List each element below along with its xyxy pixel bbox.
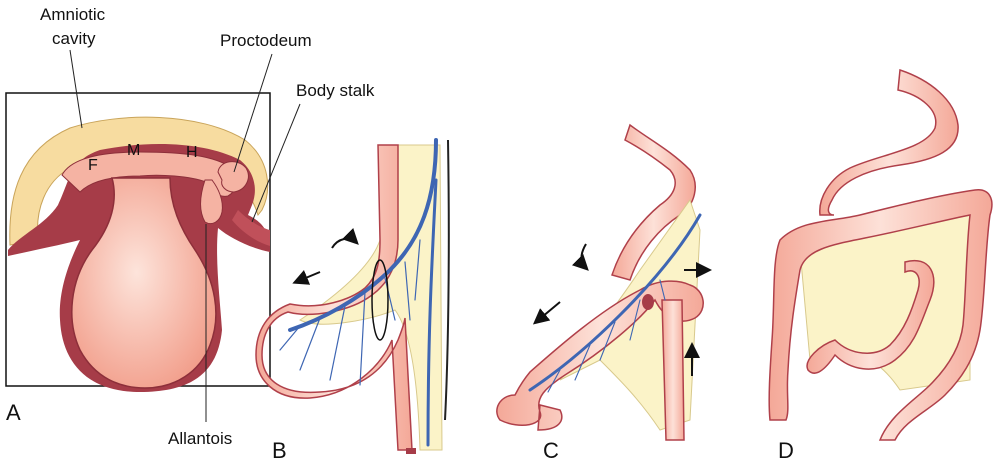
panel-b-cloaca-tip: [406, 448, 416, 454]
panel-c-diagram: [497, 125, 708, 440]
panel-label-b: B: [272, 438, 287, 463]
panel-b-arrow-left: [296, 272, 320, 282]
panel-b-arrow-upper: [332, 239, 356, 248]
amniotic-cavity-label-line2: cavity: [52, 29, 96, 48]
panel-a-diagram: F M H: [6, 93, 270, 392]
panel-c-cecal-bud: [642, 294, 654, 310]
panel-label-d: D: [778, 438, 794, 463]
hindgut-label: H: [186, 144, 198, 161]
foregut-label: F: [88, 157, 98, 174]
panel-b-body-wall: [445, 140, 449, 420]
panel-d-stomach: [820, 70, 958, 215]
allantois-label: Allantois: [168, 429, 232, 448]
body-stalk-label: Body stalk: [296, 81, 375, 100]
panel-label-c: C: [543, 438, 559, 463]
midgut-label: M: [127, 142, 140, 159]
panel-c-arrow-top: [582, 244, 587, 268]
amniotic-cavity-leader: [70, 50, 82, 128]
panel-label-a: A: [6, 400, 21, 425]
amniotic-cavity-label-line1: Amniotic: [40, 5, 106, 24]
panel-b-mesentery: [300, 145, 442, 450]
panel-d-diagram: [769, 70, 992, 440]
panel-b-diagram: [256, 140, 449, 454]
proctodeum-label: Proctodeum: [220, 31, 312, 50]
panel-c-hindgut: [662, 300, 684, 440]
panel-c-arrow-left: [536, 302, 560, 322]
